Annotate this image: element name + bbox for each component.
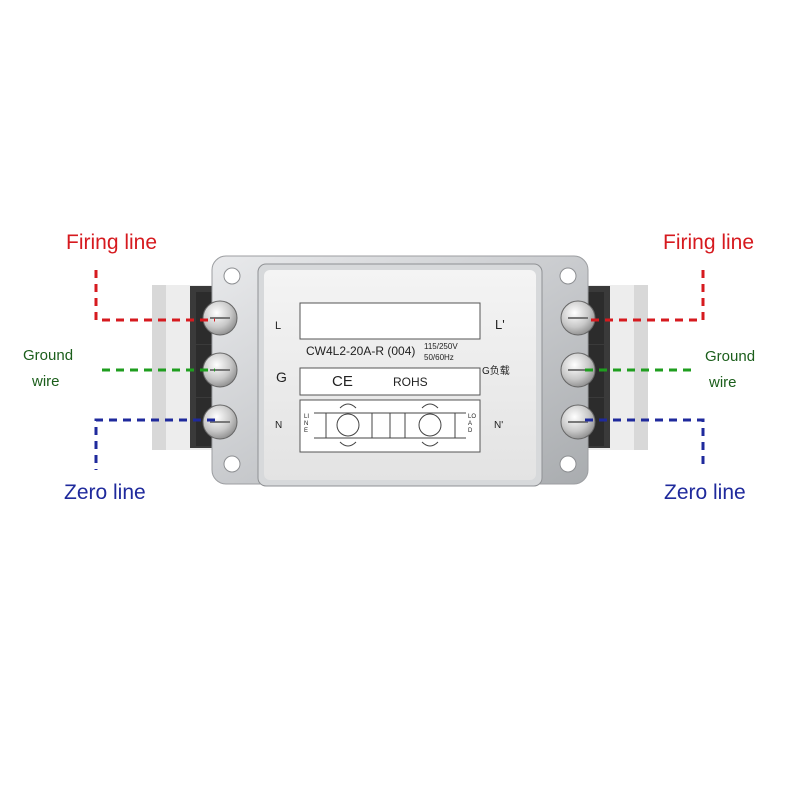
right-ground-label-line2: wire	[709, 374, 737, 391]
terminal-n-left: N	[275, 420, 283, 431]
model-number: CW4L2-20A-R (004)	[306, 344, 416, 358]
zero-line-wires	[94, 418, 705, 470]
terminal-g-right: G负载	[482, 366, 510, 377]
left-zero-line-label: Zero line	[64, 481, 146, 504]
firing-line-wires	[94, 270, 705, 322]
rating-voltage: 115/250V	[424, 342, 458, 351]
ce-mark: CE	[332, 373, 353, 390]
terminal-g-left: G	[276, 369, 287, 385]
screws	[202, 300, 596, 440]
circuit-schematic	[314, 403, 466, 447]
rating-frequency: 50/60Hz	[424, 353, 454, 362]
terminal-l-left: L	[275, 320, 282, 332]
terminal-n-right: N'	[494, 420, 504, 431]
label-panel	[299, 302, 481, 453]
left-firing-line-label: Firing line	[66, 231, 158, 254]
terminal-l-right: L'	[495, 317, 505, 332]
right-firing-line-label: Firing line	[663, 231, 755, 254]
rohs-mark: ROHS	[393, 375, 428, 389]
right-zero-line-label: Zero line	[664, 481, 746, 504]
line-side-label: LINE	[304, 414, 310, 434]
left-ground-label-line2: wire	[32, 373, 60, 390]
load-side-label: LOAD	[468, 414, 477, 434]
right-ground-label-line1: Ground	[705, 348, 756, 365]
left-ground-label-line1: Ground	[23, 347, 74, 364]
